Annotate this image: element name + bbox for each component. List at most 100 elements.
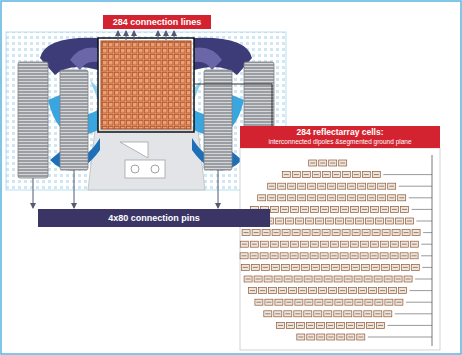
array-cell	[320, 253, 328, 259]
array-cell	[332, 172, 340, 178]
array-cell	[341, 206, 349, 212]
dipole	[330, 163, 335, 164]
dipole	[396, 302, 401, 303]
dipole	[314, 174, 319, 175]
label-text: 4x80 connection pins	[108, 213, 200, 223]
array-cell	[371, 206, 379, 212]
array-cell	[315, 218, 323, 224]
dipole	[283, 267, 288, 268]
dipole	[304, 174, 309, 175]
array-cell	[330, 253, 338, 259]
dipole	[276, 279, 281, 280]
array-cell	[331, 206, 339, 212]
array-cell	[325, 218, 333, 224]
array-cell	[297, 334, 305, 340]
dipole	[314, 232, 319, 233]
dipole	[387, 221, 392, 222]
array-cell	[322, 172, 330, 178]
dipole	[392, 209, 397, 210]
array-cell	[347, 334, 355, 340]
dipole	[372, 209, 377, 210]
array-cell	[355, 299, 363, 305]
dipole	[312, 209, 317, 210]
dipole	[317, 221, 322, 222]
dipole	[330, 290, 335, 291]
array-cell	[275, 218, 283, 224]
zoom-leader	[194, 84, 272, 126]
dipole	[289, 186, 294, 187]
dipole	[300, 290, 305, 291]
array-cell	[274, 276, 282, 282]
array-cell	[382, 230, 390, 236]
array-cell	[402, 230, 410, 236]
dipole	[359, 197, 364, 198]
array-cell	[328, 195, 336, 201]
dipole	[348, 325, 353, 326]
connection-line	[368, 337, 432, 338]
dipole	[345, 313, 350, 314]
dipole	[320, 163, 325, 164]
bus-line	[432, 155, 433, 346]
array-cell	[314, 276, 322, 282]
array-cell	[362, 172, 370, 178]
connection-line	[410, 290, 433, 291]
array-cell	[378, 183, 386, 189]
array-cell	[287, 322, 295, 328]
array-cell	[361, 264, 369, 270]
dipole	[362, 255, 367, 256]
array-cell	[312, 230, 320, 236]
array-cell	[268, 183, 276, 189]
dipole	[389, 197, 394, 198]
flex-cable	[70, 48, 98, 71]
array-cell	[368, 195, 376, 201]
dipole	[339, 197, 344, 198]
dipole	[278, 325, 283, 326]
dipole	[303, 267, 308, 268]
array-cell	[277, 322, 285, 328]
dipole	[342, 244, 347, 245]
dipole	[344, 232, 349, 233]
array-cell	[354, 311, 362, 317]
dipole	[403, 267, 408, 268]
dipole	[362, 209, 367, 210]
dipole	[310, 163, 315, 164]
dipole	[286, 302, 291, 303]
connection-line	[395, 313, 432, 314]
zoom-frame	[98, 38, 194, 132]
array-cell	[241, 264, 249, 270]
array-cell	[337, 334, 345, 340]
dipole	[348, 337, 353, 338]
dipole	[339, 186, 344, 187]
array-cell	[377, 322, 385, 328]
array-cell	[345, 218, 353, 224]
dipole	[365, 313, 370, 314]
array-cell	[380, 253, 388, 259]
dipole	[334, 174, 339, 175]
array-cell	[281, 264, 289, 270]
dipole	[332, 244, 337, 245]
dipole	[336, 302, 341, 303]
dipole	[315, 313, 320, 314]
array-cell	[337, 322, 345, 328]
dipole	[302, 255, 307, 256]
dipole	[270, 290, 275, 291]
dipole	[378, 325, 383, 326]
array-cell	[301, 206, 309, 212]
array-cell	[331, 264, 339, 270]
dipole	[393, 267, 398, 268]
dipole	[332, 209, 337, 210]
array-cell	[319, 160, 327, 166]
dipole	[269, 186, 274, 187]
array-cell	[400, 253, 408, 259]
array-cell	[275, 299, 283, 305]
dipole	[293, 267, 298, 268]
dipole	[272, 209, 277, 210]
dipole	[385, 313, 390, 314]
dipole	[256, 279, 261, 280]
dipole	[284, 232, 289, 233]
dipole	[412, 255, 417, 256]
dipole	[399, 197, 404, 198]
array-cell	[380, 241, 388, 247]
dipole	[326, 279, 331, 280]
dipole	[282, 209, 287, 210]
